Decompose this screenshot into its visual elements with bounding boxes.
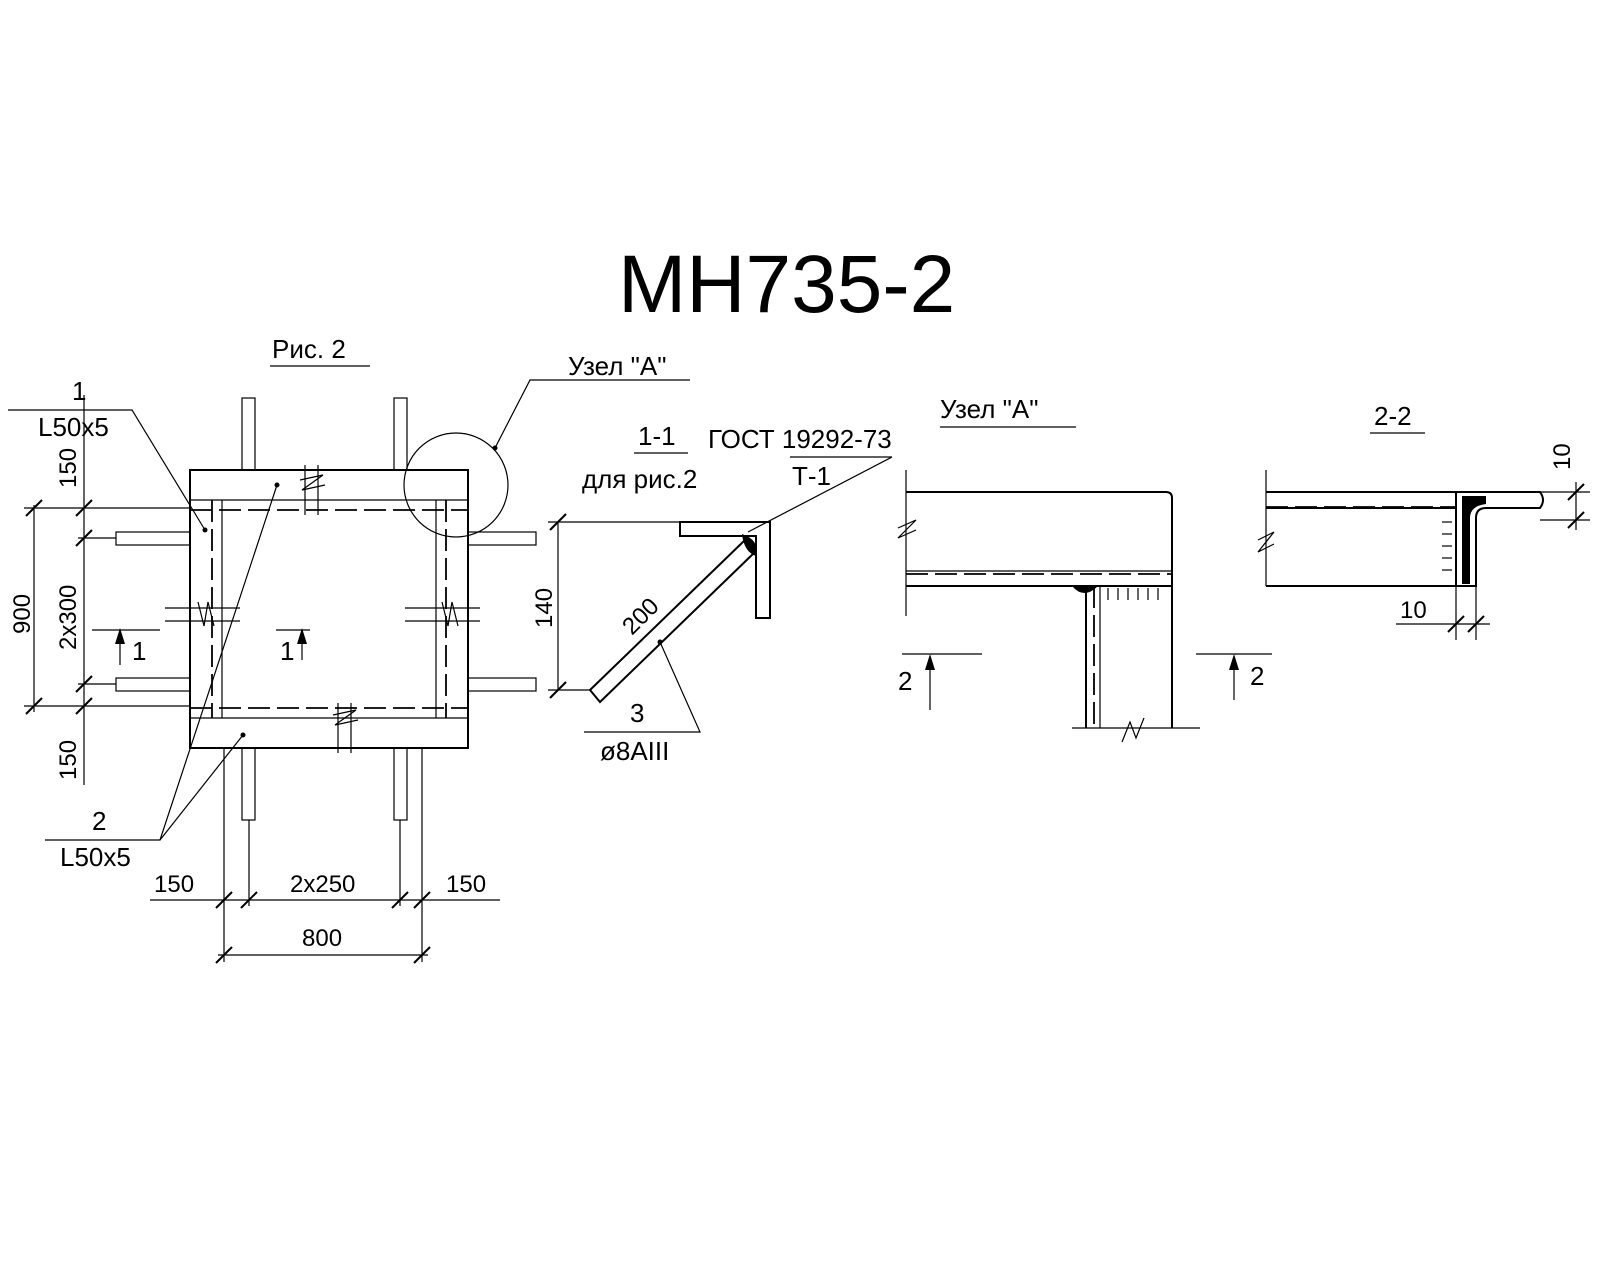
gost-reference: ГОСТ 19292-73 [708,424,892,454]
break-mark-right [405,601,480,627]
section-1-1-subtitle: для рис.2 [582,464,697,494]
section-2-2-hatch [1442,521,1452,571]
svg-text:150: 150 [55,448,82,488]
section-mark-2-left: 2 [898,653,982,710]
svg-text:2: 2 [898,666,912,696]
section-1-1: 1-1 для рис.2 ГОСТ 19292-73 Т-1 200 140 … [531,421,893,766]
fig2-caption: Рис. 2 [272,334,346,364]
svg-text:150: 150 [446,871,486,898]
dimension-vertical-chain: 150 2x300 150 900 [9,395,190,785]
svg-text:140: 140 [531,588,558,628]
item1-profile: L50x5 [38,412,109,442]
section-2-2-title: 2-2 [1374,401,1412,431]
drawing-title: МН735-2 [618,239,955,330]
svg-text:1: 1 [280,636,294,666]
node-a-circle [403,432,509,538]
section-1-1-title: 1-1 [638,421,676,451]
dimension-horizontal-chain: 150 2x250 150 800 [150,748,500,964]
svg-text:2x300: 2x300 [55,585,82,650]
svg-text:800: 800 [302,925,342,952]
svg-text:1: 1 [132,636,146,666]
item3-rebar: ø8АIII [600,736,669,766]
svg-text:10: 10 [1400,597,1427,624]
svg-text:2x250: 2x250 [290,871,355,898]
node-a-detail: Узел "А" 2 [897,394,1272,743]
svg-text:2: 2 [1250,661,1264,691]
section-2-2: 2-2 10 10 [1257,401,1590,640]
section-mark-1-center: 1 [276,628,310,666]
node-a-hatch [1107,588,1159,600]
node-a-title: Узел "А" [940,394,1038,424]
break-mark-left [165,601,240,627]
svg-text:200: 200 [617,593,664,640]
break-mark-top [299,465,326,515]
item3-number: 3 [630,698,644,728]
svg-text:150: 150 [55,740,82,780]
section-mark-2-right: 2 [1196,653,1272,700]
svg-text:150: 150 [154,871,194,898]
break-mark-bottom [332,703,359,753]
weld-type: Т-1 [792,461,831,491]
item2-profile: L50x5 [60,842,131,872]
item1-number: 1 [72,376,86,406]
svg-text:10: 10 [1549,443,1576,470]
fig2-plan-view: Рис. 2 [8,334,690,964]
svg-text:900: 900 [9,594,36,634]
node-a-callout: Узел "А" [568,351,666,381]
item2-number: 2 [92,806,106,836]
section-mark-1-left: 1 [92,628,160,666]
